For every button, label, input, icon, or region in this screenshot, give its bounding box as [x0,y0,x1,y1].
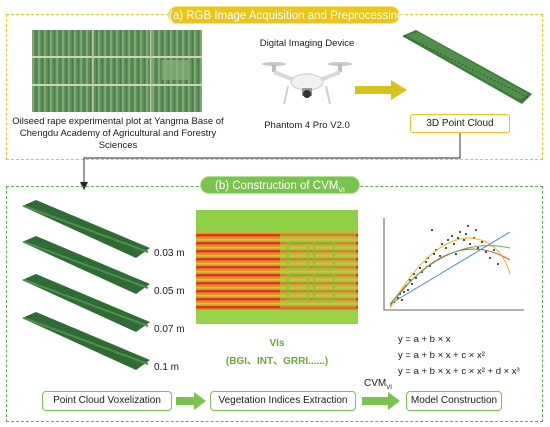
step-vi-extraction: Vegetation Indices Extraction [210,391,356,411]
drone-icon [262,62,352,105]
equation-quadratic: y = a + b × x + c × x² [398,350,485,361]
voxel-strip-1 [22,200,150,258]
arrow-to-point-cloud-icon [355,80,407,100]
resolution-4: 0.1 m [154,362,180,373]
resolution-1: 0.03 m [154,248,185,259]
resolution-3: 0.07 m [154,324,185,335]
step-model-construction: Model Construction [406,391,502,411]
regression-scatter-figure [370,214,530,322]
resolution-2: 0.05 m [154,286,185,297]
equation-linear: y = a + b × x [398,334,451,345]
plot-caption-line2: Chengdu Academy of Agricultural and Fore… [19,128,217,151]
point-cloud-label: 3D Point Cloud [410,114,510,133]
device-model: Phantom 4 Pro V2.0 [264,120,350,131]
section-b-title: (b) Construction of CVMVI [200,176,360,194]
vis-title: VIs [269,338,285,349]
step-arrow-1-icon [176,392,206,410]
section-a-title: (a) RGB Image Acquisition and Preprocess… [168,6,404,24]
cvm-label: CVMVI [364,378,392,391]
step-voxelization: Point Cloud Voxelization [42,391,172,411]
vegetation-index-map [196,210,358,324]
equation-cubic: y = a + b × x + c × x² + d × x³ [398,366,520,377]
step-arrow-2-icon [362,392,400,410]
aerial-plot-image [32,30,202,112]
voxel-strip-2 [22,236,150,294]
voxel-strip-4 [22,312,150,370]
plot-caption-line1: Oilseed rape experimental plot at Yangma… [12,116,224,127]
voxel-strip-3 [22,274,150,332]
vis-list: (BGI、INT、GRRI......) [225,356,329,367]
device-title: Digital Imaging Device [259,38,355,49]
point-cloud-strip-a [402,30,532,104]
